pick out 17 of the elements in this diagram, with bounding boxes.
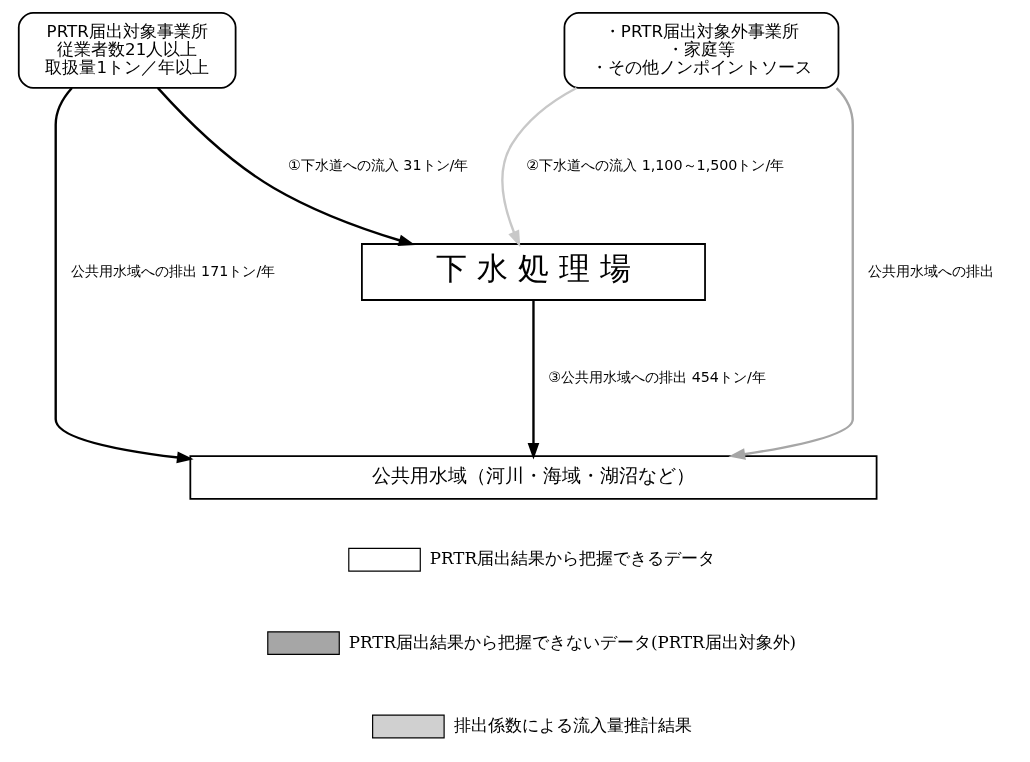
edge-label: ③公共用水域への排出 454トン/年 (548, 369, 766, 386)
arrow (728, 87, 854, 460)
arrow (54, 87, 194, 464)
edge-label: ①下水道への流入 31トン/年 (288, 157, 469, 174)
edge-label: 公共用水域への排出 171トン/年 (70, 263, 276, 280)
edge-label: ②下水道への流入 1,100～1,500トン/年 (526, 157, 785, 174)
legend-label: PRTR届出結果から把握できないデータ(PRTR届出対象外) (348, 632, 797, 652)
node-box: 下 水 処 理 場 (361, 243, 706, 301)
node-box: ・PRTR届出対象外事業所 ・家庭等 ・その他ノンポイントソース (563, 11, 840, 89)
edge-label: 公共用水域への排出 (867, 263, 994, 280)
legend-label: PRTR届出結果から把握できるデータ (429, 549, 715, 569)
arrow (501, 87, 578, 248)
node-box: PRTR届出対象事業所 従業者数21人以上 取扱量1トン／年以上 (17, 11, 237, 89)
node-box: 公共用水域（河川・海域・湖沼など） (189, 455, 878, 500)
arrow (527, 300, 540, 460)
arrow (156, 87, 416, 246)
legend-label: 排出係数による流入量推計結果 (453, 715, 692, 735)
